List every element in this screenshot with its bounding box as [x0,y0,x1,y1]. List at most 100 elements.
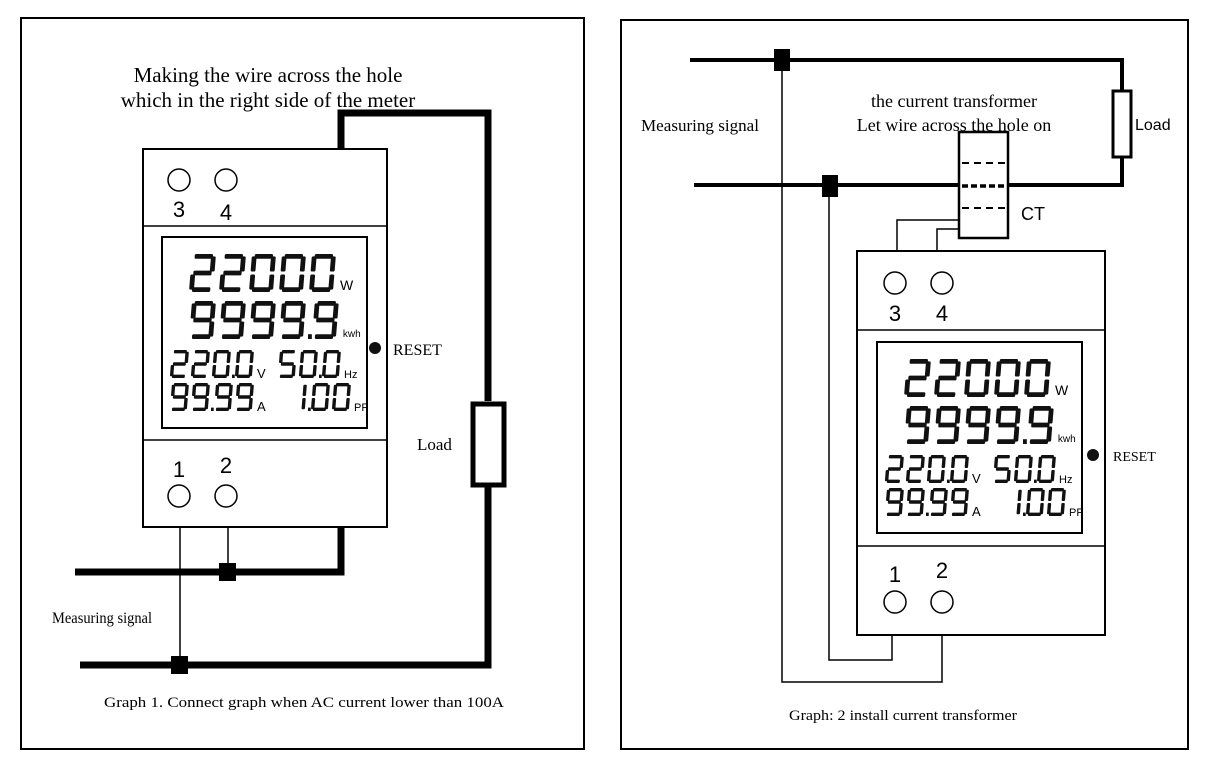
graph-2-junction-lower [822,175,838,197]
lcd-segment-g [998,422,1017,428]
lcd-segment-b [205,351,210,363]
lcd-segment-a [930,455,944,459]
lcd-segment-c [1050,470,1055,482]
lcd-segment-e [1037,470,1042,482]
lcd-segment-g [193,362,207,366]
lcd-segment-d [1048,512,1062,517]
lcd-segment-b [184,351,189,363]
lcd-segment-g [193,317,212,323]
lcd-segment-g [908,422,927,428]
lcd-segment-g [1031,422,1050,428]
lcd-segment-f [310,256,317,272]
lcd-segment-c [953,426,960,442]
lcd-segment-g [887,467,901,471]
reset-button[interactable] [1087,449,1099,461]
lcd-segment-a [909,359,929,364]
terminal-3-icon [883,271,907,295]
lcd-segment-c [1060,503,1065,515]
lcd-segment-d [215,407,229,412]
graph-2-signal-wire-2 [828,185,893,661]
lcd-current-value [886,488,969,517]
lcd-digit-0 [926,455,946,484]
lcd-segment-b [964,489,969,501]
lcd-segment-d [312,407,326,412]
lcd-segment-c [301,398,306,410]
lcd-segment-f [995,408,1002,424]
lcd-segment-e [926,470,932,482]
lcd-digit-1 [1016,489,1022,515]
lcd-segment-a [284,301,304,306]
lcd-digit-2 [219,254,246,293]
lcd-segment-c [208,321,215,337]
lcd-segment-e [298,365,304,377]
lcd-segment-f [215,384,220,396]
lcd-segment-f [280,256,287,272]
graph-2-caption: Graph: 2 install current transformer [789,708,1017,724]
lcd-power-unit: W [340,277,354,293]
lcd-segment-e [211,365,217,377]
lcd-segment-e [934,379,941,395]
lcd-frequency-value [994,455,1056,484]
lcd-segment-b [1028,456,1033,468]
graph-1-measuring-label: Measuring signal [52,610,152,627]
graph-1-frame [20,17,585,750]
lcd-segment-b [954,361,961,377]
lcd-segment-f [1048,489,1053,501]
ct-lead-1 [896,219,959,251]
lcd-digit-0 [1026,488,1045,517]
terminal-3-label: 3 [889,301,901,326]
lcd-digit-9 [935,406,961,445]
lcd-segment-a [953,488,967,492]
graph-2-junction-upper [774,49,790,71]
lcd-segment-b [1061,489,1066,501]
lcd-segment-g [280,362,294,366]
lcd-segment-a [254,301,274,306]
lcd-segment-d [221,287,241,293]
lcd-segment-c [204,398,209,410]
lcd-segment-b [1051,456,1056,468]
lcd-segment-f [313,303,320,319]
lcd-segment-e [309,274,316,290]
lcd-segment-g [193,270,212,276]
lcd-segment-b [984,408,991,424]
graph-1-load-label: Load [417,435,452,454]
graph-2-load-return-wire [1008,158,1124,187]
lcd-segment-c [248,365,253,377]
lcd-segment-a [888,488,902,492]
lcd-segment-e [322,365,327,377]
graph-1-heading-line-1: Making the wire across the hole [134,63,403,87]
lcd-energy-value [905,406,1054,445]
lcd-digit-2 [905,455,925,484]
lcd-segment-f [323,351,328,363]
lcd-segment-b [1040,489,1045,501]
lcd-segment-a [969,406,989,411]
lcd-segment-e [884,470,890,482]
lcd-segment-a [1029,488,1043,492]
lcd-segment-a [173,350,187,354]
lcd-segment-b [336,351,341,363]
lcd-digit-0 [1047,488,1066,517]
lcd-segment-b [924,408,931,424]
lcd-segment-c [1016,503,1021,515]
lcd-segment-f [279,351,284,363]
lcd-segment-b [325,384,330,396]
lcd-segment-e [190,365,196,377]
lcd-segment-c [335,365,340,377]
lcd-segment-b [1014,361,1021,377]
lcd-digit-2 [169,350,189,379]
lcd-digit-9 [236,383,254,412]
lcd-segment-d [213,374,227,379]
lcd-decimal-point [211,407,214,411]
lcd-segment-c [312,365,317,377]
lcd-segment-b [239,256,246,272]
lcd-segment-a [217,383,231,387]
lcd-segment-e [311,398,316,410]
lcd-digit-0 [249,254,276,293]
lcd-decimal-point [232,374,235,378]
lcd-digit-0 [235,350,254,379]
reset-button[interactable] [369,342,381,354]
lcd-segment-b [1044,361,1051,377]
lcd-segment-f [951,489,956,501]
lcd-frequency-unit: Hz [344,369,357,381]
graph-2-load-resistor [1111,89,1133,159]
